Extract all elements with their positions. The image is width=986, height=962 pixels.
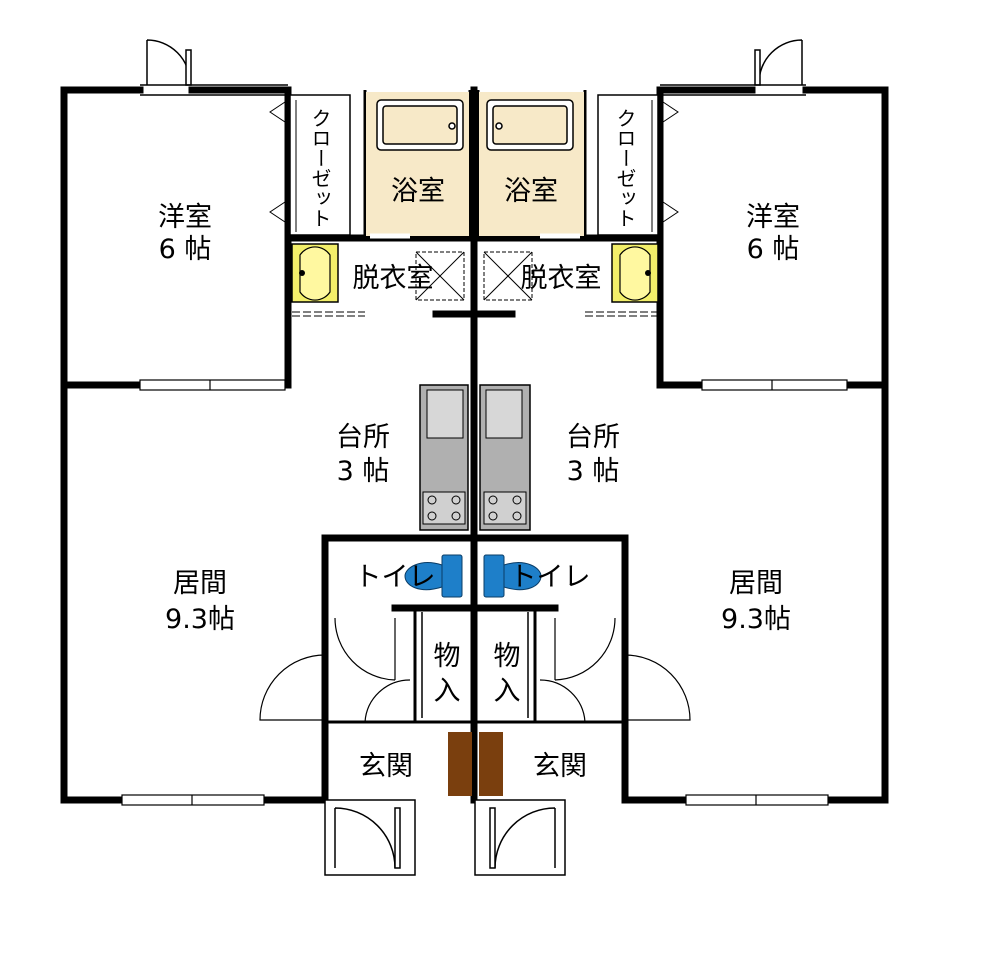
kitchen-right-size: 3 帖: [567, 456, 620, 487]
western-room-right-size: 6 帖: [747, 234, 800, 265]
sliding-door: [292, 311, 658, 317]
storage-doors: [421, 612, 529, 718]
kitchen-counter-right: [479, 384, 531, 531]
toilet-icon: [483, 554, 542, 598]
western-room-left-name: 洋室: [158, 202, 212, 233]
storage-right-label-1: 物: [494, 641, 521, 672]
door-swing-icon: [754, 39, 803, 86]
living-left-size: 9.3帖: [165, 604, 235, 635]
toilet-left-label: トイレ: [355, 562, 436, 593]
kitchen-right-name: 台所: [566, 422, 620, 453]
thin-walls: [325, 90, 625, 724]
closet-right: [597, 94, 679, 236]
stove-icon: [483, 491, 527, 525]
storage-right-label-2: 入: [494, 676, 521, 707]
bath-left-label: 浴室: [391, 176, 445, 207]
door-swing-icon: [259, 617, 691, 723]
living-left-name: 居間: [173, 568, 227, 599]
washbasin-icon: [611, 243, 659, 303]
window-icon: [121, 379, 848, 806]
toilet-right-label: トイレ: [510, 562, 591, 593]
living-right-size: 9.3帖: [721, 604, 791, 635]
entrance-step-right: [479, 732, 503, 796]
dressing-right-label: 脱衣室: [521, 263, 602, 294]
shower-floor-icon: [415, 251, 533, 301]
door-swing-icon: [324, 799, 416, 876]
door-swing-icon: [146, 39, 192, 86]
closet-left-label: クローゼット: [308, 108, 332, 228]
kitchen-left-size: 3 帖: [337, 456, 390, 487]
toilet-icon: [404, 554, 463, 598]
sink-icon: [485, 389, 523, 439]
interior-walls: [60, 86, 889, 804]
storage-left-label-1: 物: [434, 641, 461, 672]
closet-left: [269, 94, 351, 236]
washbasin-icon: [291, 243, 339, 303]
top-rail: [140, 84, 806, 96]
sink-icon: [426, 389, 464, 439]
storage-left-label-2: 入: [434, 676, 461, 707]
bathtub-icon: [486, 99, 574, 151]
bath-right-label: 浴室: [504, 176, 558, 207]
closet-right-label: クローゼット: [613, 108, 637, 228]
western-room-left-size: 6 帖: [159, 234, 212, 265]
door-swing-icon: [474, 799, 566, 876]
entrance-left-label: 玄関: [359, 751, 413, 782]
kitchen-left-name: 台所: [336, 422, 390, 453]
stove-icon: [422, 491, 466, 525]
entrance-step-left: [448, 732, 472, 796]
western-room-right-name: 洋室: [746, 202, 800, 233]
kitchen-counter-left: [419, 384, 469, 531]
dressing-left-label: 脱衣室: [353, 263, 434, 294]
entrance-right-label: 玄関: [533, 751, 587, 782]
living-right-name: 居間: [729, 568, 783, 599]
bathtub-icon: [376, 99, 464, 151]
